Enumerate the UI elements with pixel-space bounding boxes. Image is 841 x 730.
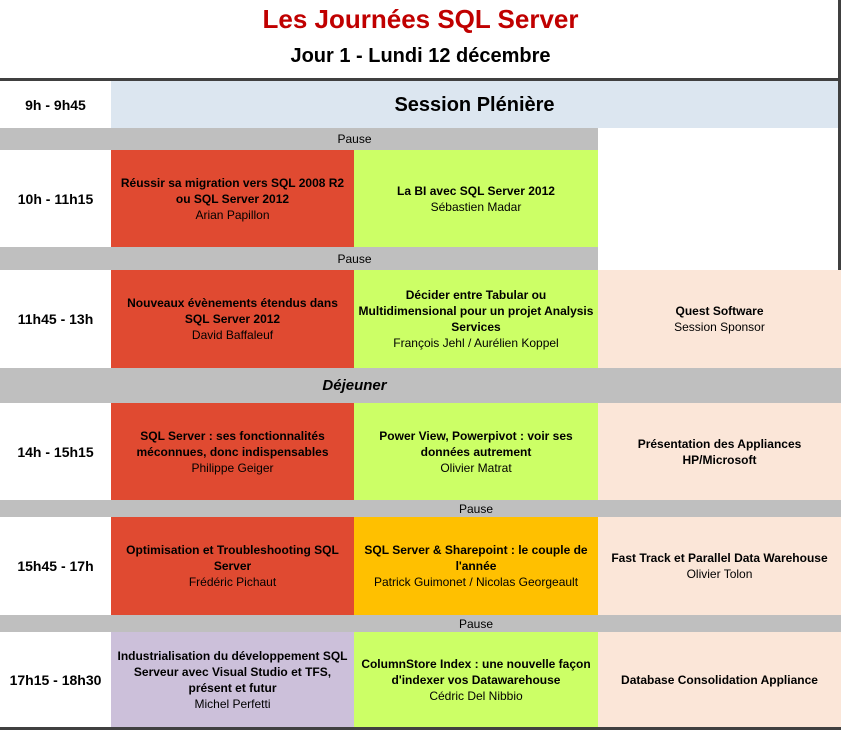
session-title: Optimisation et Troubleshooting SQL Serv…	[126, 543, 339, 573]
session-title: Database Consolidation Appliance	[621, 672, 818, 687]
session-cell: SQL Server & Sharepoint : le couple de l…	[354, 517, 598, 615]
session-title: Power View, Powerpivot : voir ses donnée…	[379, 428, 573, 459]
session-title: Présentation des Appliances HP/Microsoft	[637, 436, 802, 467]
session-speaker: Michel Perfetti	[194, 696, 271, 711]
time-slot: 10h - 11h15	[17, 190, 94, 207]
session-pleniere: Session Plénière	[111, 81, 838, 128]
session-title: Quest Software	[675, 304, 764, 318]
session-title: Réussir sa migration vers SQL 2008 R2 ou…	[120, 175, 345, 206]
page-subtitle: Jour 1 - Lundi 12 décembre	[290, 45, 551, 67]
session-speaker: François Jehl / Aurélien Koppel	[393, 336, 559, 350]
right-border	[838, 0, 841, 270]
session-cell: Database Consolidation Appliance	[598, 632, 841, 727]
time-slot-pleniere: 9h - 9h45	[25, 96, 86, 113]
time-slot: 11h45 - 13h	[17, 311, 94, 327]
pause-bar: Pause	[0, 500, 841, 517]
session-title: SQL Server & Sharepoint : le couple de l…	[364, 543, 588, 573]
session-speaker: Sébastien Madar	[430, 199, 522, 214]
session-title: Fast Track et Parallel Data Warehouse	[611, 551, 828, 565]
session-cell: Nouveaux évènements étendus dans SQL Ser…	[111, 270, 354, 368]
session-title: Industrialisation du développement SQL S…	[117, 648, 348, 695]
session-speaker: Session Sponsor	[674, 320, 765, 334]
session-speaker: Olivier Matrat	[440, 460, 512, 475]
session-speaker: Frédéric Pichaut	[188, 575, 277, 589]
session-cell: Power View, Powerpivot : voir ses donnée…	[354, 403, 598, 500]
session-speaker: David Baffaleuf	[191, 328, 274, 342]
bottom-border	[0, 727, 841, 730]
session-speaker: Patrick Guimonet / Nicolas Georgeault	[373, 575, 579, 589]
pause-bar: Pause	[0, 615, 841, 632]
session-cell: Optimisation et Troubleshooting SQL Serv…	[111, 517, 354, 615]
session-title: La BI avec SQL Server 2012	[397, 183, 555, 198]
lunch-bar: Déjeuner	[0, 368, 841, 403]
session-cell: Industrialisation du développement SQL S…	[111, 632, 354, 727]
time-slot: 15h45 - 17h	[17, 558, 94, 574]
header-divider	[0, 78, 841, 81]
session-cell: Décider entre Tabular ou Multidimensiona…	[354, 270, 598, 368]
session-speaker: Arian Papillon	[195, 207, 270, 222]
page-title: Les Journées SQL Server	[262, 4, 579, 34]
session-cell: ColumnStore Index : une nouvelle façon d…	[354, 632, 598, 727]
session-title: Décider entre Tabular ou Multidimensiona…	[358, 288, 594, 334]
session-cell: Présentation des Appliances HP/Microsoft	[598, 403, 841, 500]
lunch-label: Déjeuner	[322, 376, 387, 394]
pause-label: Pause	[458, 501, 494, 516]
session-speaker: Cédric Del Nibbio	[429, 688, 523, 703]
session-title: ColumnStore Index : une nouvelle façon d…	[361, 656, 591, 687]
session-speaker: Olivier Tolon	[686, 567, 753, 581]
pause-label: Pause	[337, 251, 372, 266]
time-slot: 14h - 15h15	[17, 443, 94, 460]
pause-bar: Pause	[0, 128, 598, 150]
session-title: Nouveaux évènements étendus dans SQL Ser…	[127, 296, 338, 326]
session-title: SQL Server : ses fonctionnalités méconnu…	[136, 428, 329, 459]
session-speaker: Philippe Geiger	[191, 460, 274, 475]
pause-bar: Pause	[0, 247, 598, 270]
time-slot: 17h15 - 18h30	[9, 671, 102, 688]
session-cell: SQL Server : ses fonctionnalités méconnu…	[111, 403, 354, 500]
session-cell: Réussir sa migration vers SQL 2008 R2 ou…	[111, 150, 354, 247]
pause-label: Pause	[337, 132, 372, 146]
pause-label: Pause	[458, 616, 494, 631]
